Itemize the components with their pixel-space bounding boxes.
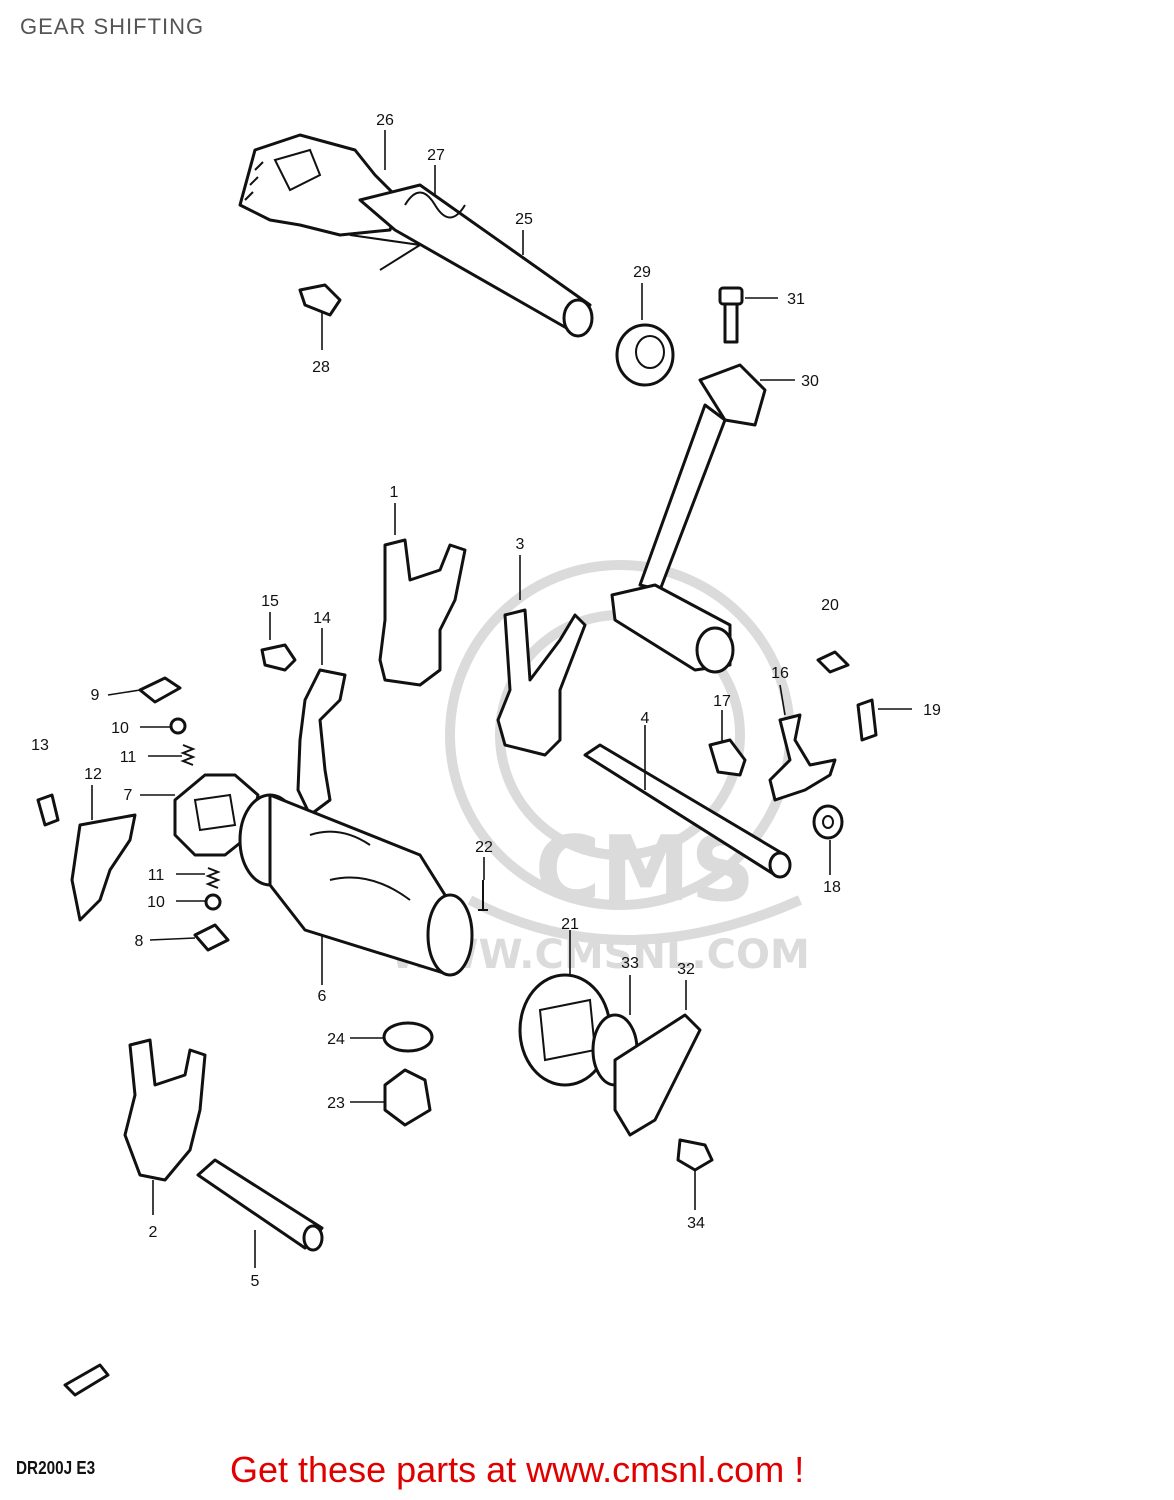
- callout-4: 4: [641, 710, 650, 727]
- callout-31: 31: [787, 291, 805, 308]
- part-34-bolt: [676, 1138, 714, 1172]
- leader-lines: [91, 130, 912, 1268]
- part-30-gearshift-lever: [610, 363, 767, 674]
- part-10-pin-lower: [204, 893, 222, 911]
- callout-12: 12: [84, 766, 102, 783]
- part-3-shift-fork: [496, 608, 587, 757]
- callout-18: 18: [823, 879, 841, 896]
- callout-1: 1: [390, 484, 399, 501]
- part-20-bolt: [816, 650, 850, 674]
- part-26-shift-arm: [238, 133, 402, 237]
- callout-32: 32: [677, 961, 695, 978]
- callout-13: 13: [31, 737, 49, 754]
- callout-33: 33: [621, 955, 639, 972]
- callout-3: 3: [516, 536, 525, 553]
- part-28-bolt: [298, 283, 342, 317]
- part-13-bolt: [36, 793, 60, 827]
- callout-22: 22: [475, 839, 493, 856]
- callout-28: 28: [312, 359, 330, 376]
- callout-29: 29: [633, 264, 651, 281]
- callout-21: 21: [561, 916, 579, 933]
- callout-15: 15: [261, 593, 279, 610]
- callout-14: 14: [313, 610, 331, 627]
- callout-8: 8: [135, 933, 144, 950]
- callout-10-upper: 10: [111, 720, 129, 737]
- callout-27: 27: [427, 147, 445, 164]
- part-9-pin: [138, 676, 182, 704]
- part-27-return-spring: [349, 191, 466, 271]
- part-11-spring-lower: [205, 867, 221, 889]
- callout-26: 26: [376, 112, 394, 129]
- part-14-stopper-plate: [296, 668, 347, 817]
- part-19-bolt: [856, 698, 878, 742]
- part-1-shift-fork: [378, 538, 467, 687]
- part-23-stopper-bolt: [383, 1068, 432, 1127]
- part-10-pin-upper: [169, 717, 187, 735]
- part-25-shift-shaft: [358, 183, 594, 338]
- part-16-pawl-lifter: [768, 713, 837, 802]
- callout-7: 7: [124, 787, 133, 804]
- callout-25: 25: [515, 211, 533, 228]
- part-32-cover: [613, 1013, 702, 1137]
- part-8-pin: [193, 923, 230, 952]
- callout-24: 24: [327, 1031, 345, 1048]
- callout-16: 16: [771, 665, 789, 682]
- part-12-cam-guide: [70, 813, 137, 922]
- part-24-circlip: [382, 1021, 434, 1053]
- callout-5: 5: [251, 1273, 260, 1290]
- part-22-pin: [478, 880, 488, 911]
- callout-11-lower: 11: [148, 867, 165, 884]
- part-17-stopper: [708, 738, 747, 777]
- callout-19: 19: [923, 702, 941, 719]
- callout-30: 30: [801, 373, 819, 390]
- cta-link[interactable]: Get these parts at www.cmsnl.com !: [230, 1449, 805, 1490]
- part-5-fork-shaft: [196, 1158, 324, 1252]
- direction-mark-icon: [63, 1363, 110, 1397]
- part-15-bolt: [260, 643, 297, 672]
- part-11-spring-upper: [180, 744, 196, 766]
- part-6-gearshift-cam: [238, 793, 474, 977]
- callout-23: 23: [327, 1095, 345, 1112]
- callout-numbers: 26 27 25 28 29 31 30 1 3 15 14 20 16 9 1…: [31, 112, 941, 1290]
- page-title: GEAR SHIFTING: [20, 14, 205, 39]
- part-29-oil-seal: [615, 323, 675, 387]
- model-code: DR200J E3: [16, 1458, 96, 1478]
- callout-9: 9: [91, 687, 100, 704]
- callout-17: 17: [713, 693, 731, 710]
- part-31-lever-bolt: [718, 286, 744, 344]
- part-4-fork-shaft: [583, 743, 792, 879]
- part-18-washer: [812, 804, 844, 840]
- callout-11-upper: 11: [120, 749, 137, 766]
- part-2-shift-fork: [123, 1038, 207, 1182]
- callout-34: 34: [687, 1215, 705, 1232]
- callout-6: 6: [318, 988, 327, 1005]
- callout-20: 20: [821, 597, 839, 614]
- callout-2: 2: [149, 1224, 158, 1241]
- callout-10-lower: 10: [147, 894, 165, 911]
